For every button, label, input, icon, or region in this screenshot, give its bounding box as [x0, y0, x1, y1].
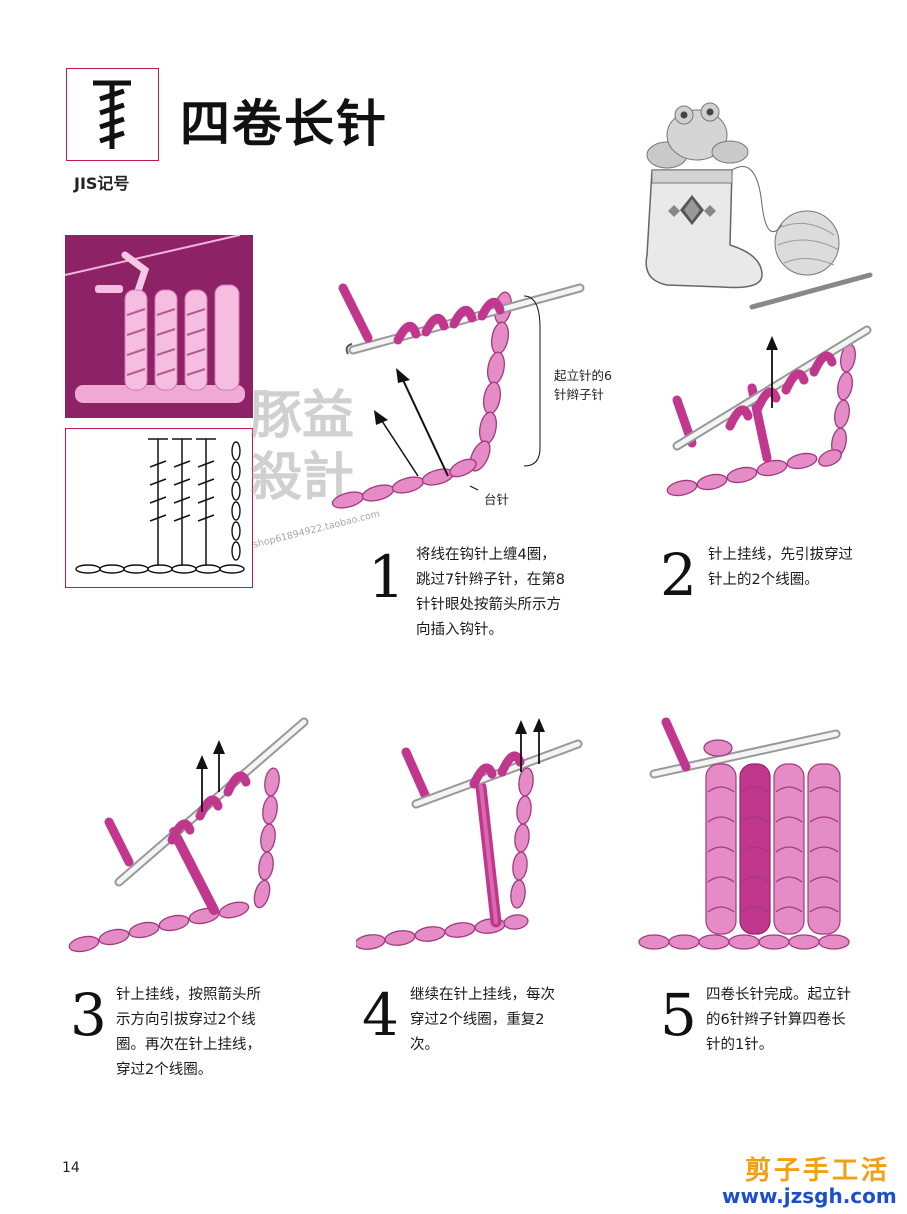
step5-illustration: [636, 712, 876, 962]
annotation-line: 针辫子针: [554, 387, 605, 402]
step4-illustration: [356, 712, 586, 962]
quadruple-treble-symbol-icon: [93, 80, 131, 149]
text-line: 圈。再次在针上挂线，: [116, 1037, 261, 1053]
stitch-photo: [65, 235, 253, 418]
sock-illustration: [612, 95, 882, 320]
text-line: 针针眼处按箭头所示方: [416, 597, 561, 613]
symbol-chart: [65, 428, 253, 588]
text-line: 穿过2个线圈，重复2: [410, 1012, 545, 1028]
step2-text: 针上挂线，先引拔穿过 针上的2个线圈。: [708, 543, 853, 593]
text-line: 针上的2个线圈。: [708, 572, 819, 588]
text-line: 的6针辫子针算四卷长: [706, 1012, 846, 1028]
step5-number: 5: [660, 981, 697, 1049]
step4-text: 继续在针上挂线，每次 穿过2个线圈，重复2 次。: [410, 983, 555, 1058]
step1-number: 1: [368, 543, 405, 611]
text-line: 针上挂线，先引拔穿过: [708, 547, 853, 563]
jis-label: JIS记号: [74, 174, 130, 193]
text-line: 将线在钩针上缠4圈，: [416, 547, 556, 563]
step3-text: 针上挂线，按照箭头所 示方向引拔穿过2个线 圈。再次在针上挂线， 穿过2个线圈。: [116, 983, 261, 1083]
text-line: 四卷长针完成。起立针: [706, 987, 851, 1003]
step5-text: 四卷长针完成。起立针 的6针辫子针算四卷长 针的1针。: [706, 983, 851, 1058]
page-title: 四卷长针: [180, 95, 388, 153]
text-line: 向插入钩针。: [416, 622, 503, 638]
text-line: 继续在针上挂线，每次: [410, 987, 555, 1003]
site-url-link[interactable]: www.jzsgh.com: [722, 1184, 897, 1208]
text-line: 示方向引拔穿过2个线: [116, 1012, 256, 1028]
step1-illustration: [318, 268, 590, 530]
step1-annotation-base: 台针: [484, 492, 510, 507]
watermark: 豚益 殺計: [250, 385, 380, 509]
page-number: 14: [62, 1160, 80, 1176]
jis-symbol-box: [66, 68, 159, 161]
watermark-line1: 豚益: [250, 386, 355, 446]
step1-text: 将线在钩针上缠4圈， 跳过7针辫子针，在第8 针针眼处按箭头所示方 向插入钩针。: [416, 543, 565, 643]
step3-illustration: [64, 712, 314, 962]
text-line: 穿过2个线圈。: [116, 1062, 213, 1078]
text-line: 跳过7针辫子针，在第8: [416, 572, 565, 588]
step3-number: 3: [70, 981, 107, 1049]
text-line: 针的1针。: [706, 1037, 774, 1053]
step4-number: 4: [362, 981, 399, 1049]
text-line: 次。: [410, 1037, 439, 1053]
site-logo-title: 剪子手工活: [745, 1156, 891, 1186]
step2-illustration: [652, 308, 877, 508]
text-line: 针上挂线，按照箭头所: [116, 987, 261, 1003]
step2-number: 2: [660, 541, 697, 609]
annotation-line: 起立针的6: [554, 368, 612, 383]
step1-annotation-chain: 起立针的6 针辫子针: [554, 366, 612, 404]
